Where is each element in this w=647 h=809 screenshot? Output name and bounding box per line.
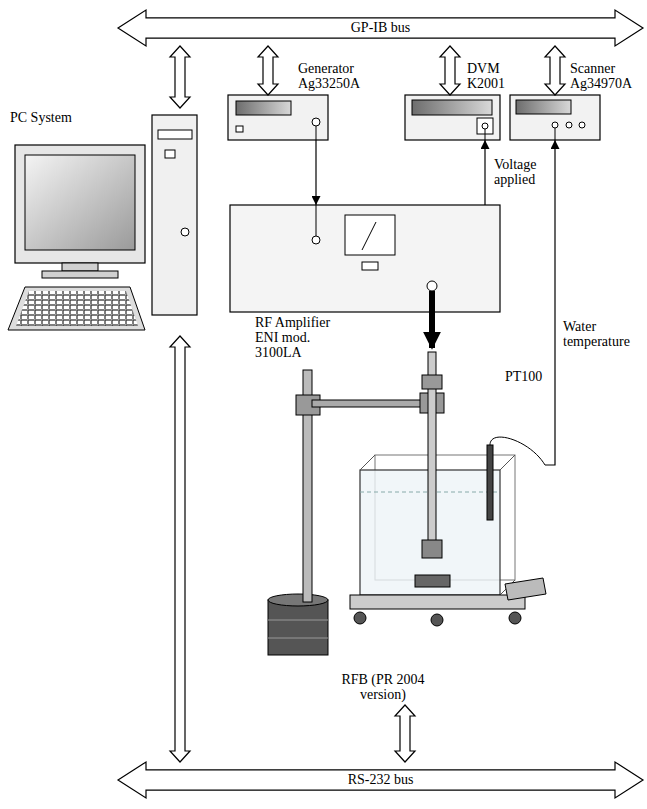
amplifier-front-part [362, 262, 378, 270]
bus-name: RS-232 bus [118, 762, 643, 798]
computer-drawing-part [165, 150, 175, 158]
scanner-front-part [555, 128, 556, 140]
balance-drawing-part [490, 437, 545, 465]
scanner-front-part [516, 100, 571, 114]
bus-arrow: RS-232 bus [118, 762, 643, 798]
signal-label: Voltage applied [492, 156, 539, 188]
balance-drawing-part [268, 638, 328, 639]
bus-link-arrow [170, 336, 190, 762]
scanner-front [510, 95, 600, 140]
generator-front-part [236, 126, 243, 132]
amplifier-front-part [312, 236, 320, 244]
generator-front-part [236, 101, 291, 115]
computer-drawing [8, 115, 197, 330]
instrument-box: DVM K2001 [405, 95, 500, 140]
amplifier-box: RF Amplifier ENI mod. 3100LA [230, 205, 500, 312]
computer-drawing-part [62, 263, 98, 271]
computer-drawing-part [158, 130, 192, 139]
dvm-front-part [485, 129, 486, 140]
balance-drawing-part [312, 400, 437, 407]
bus-link-arrow [395, 705, 415, 762]
balance-drawing-part [431, 614, 443, 626]
amplifier-front [230, 205, 500, 312]
amplifier-front-part [230, 205, 500, 312]
device-name: Scanner Ag34970A [570, 61, 632, 91]
signal-arrow [429, 312, 435, 348]
amplifier-front-part [362, 222, 376, 250]
computer-drawing-part [16, 291, 138, 326]
balance-drawing [268, 352, 546, 655]
bus-link-arrow [258, 46, 278, 95]
scanner-front-part [579, 122, 585, 128]
device-name: RF Amplifier ENI mod. 3100LA [255, 315, 355, 360]
bus-name: GP-IB bus [118, 10, 643, 46]
amplifier-front-part [429, 291, 435, 312]
dvm-front-part [412, 100, 492, 115]
instrument-box: Generator Ag33250A [228, 95, 328, 140]
computer: PC System [8, 108, 200, 336]
bus-outline-path [118, 762, 643, 798]
balance-drawing-part [487, 445, 493, 520]
amplifier-front-part [427, 281, 437, 291]
scanner-front-part [510, 95, 600, 140]
generator-front [228, 95, 328, 140]
balance-drawing-part [505, 578, 546, 600]
bus-link-arrow [440, 46, 460, 95]
device-name: PC System [10, 110, 202, 125]
bus-outline-path [118, 10, 643, 46]
balance-drawing-part [268, 600, 328, 655]
computer-drawing-part [152, 115, 197, 315]
balance-drawing-part [500, 455, 515, 470]
bus-link-arrow [545, 46, 565, 95]
instrument-box: Scanner Ag34970A [510, 95, 600, 140]
computer-drawing-part [181, 228, 189, 236]
balance-drawing-part [360, 455, 375, 470]
balance-drawing-part [354, 612, 366, 624]
balance-drawing-part [509, 612, 521, 624]
bus-arrow: GP-IB bus [118, 10, 643, 46]
balance-drawing-part [350, 595, 525, 609]
balance-unit: RFB (PR 2004 version) [258, 348, 545, 705]
computer-drawing-part [42, 271, 118, 278]
device-name: RFB (PR 2004 version) [328, 672, 438, 702]
signal-arrow [315, 140, 316, 205]
balance-drawing-part [422, 375, 442, 389]
signal-arrow [545, 140, 555, 465]
computer-drawing-part [25, 155, 135, 250]
balance-drawing-part [268, 620, 328, 621]
amplifier-front-part [345, 215, 395, 255]
balance-drawing-part [268, 594, 328, 606]
dvm-front-part [405, 95, 500, 140]
amplifier-front-part [316, 205, 317, 236]
balance-drawing-part [422, 540, 442, 558]
generator-front-part [316, 126, 317, 140]
sensor-label: PT100 [503, 368, 544, 385]
scanner-front-part [552, 122, 558, 128]
computer-drawing-part [8, 287, 145, 330]
generator-front-part [312, 118, 320, 126]
generator-front-part [228, 95, 328, 140]
scanner-front-part [566, 122, 572, 128]
bus-link-arrow [170, 46, 190, 108]
signal-label: Water temperature [561, 318, 632, 350]
signal-arrow [484, 140, 485, 205]
device-name: Generator Ag33250A [298, 61, 360, 91]
dvm-front [405, 95, 500, 140]
computer-drawing-part [15, 145, 145, 263]
device-name: DVM K2001 [467, 61, 505, 91]
balance-drawing-part [415, 575, 450, 587]
dvm-front-part [482, 123, 488, 129]
